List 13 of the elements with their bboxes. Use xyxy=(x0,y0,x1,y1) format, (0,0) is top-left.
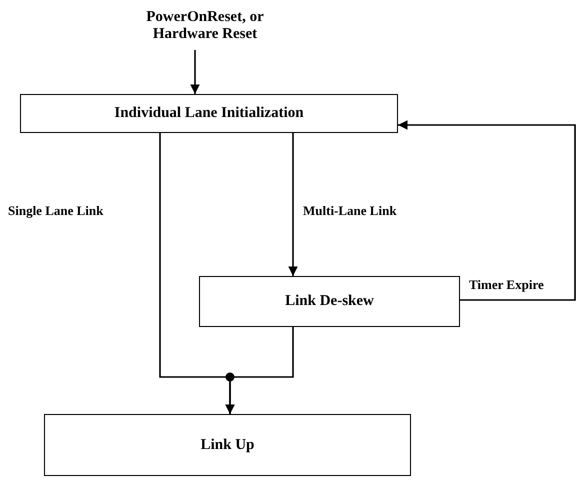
process-box xyxy=(199,276,460,327)
arrow xyxy=(288,133,298,276)
arrow xyxy=(190,50,200,94)
node-text: PowerOnReset, or Hardware Reset xyxy=(145,9,265,43)
process-box xyxy=(20,94,398,133)
edge-label: Timer Expire xyxy=(469,277,544,293)
arrow xyxy=(398,120,576,301)
node-text: Individual Lane Initialization xyxy=(114,105,304,122)
node-text: Link De-skew xyxy=(285,293,374,310)
node-text: Link Up xyxy=(200,436,254,454)
edge-label: Single Lane Link xyxy=(8,203,104,219)
process-box xyxy=(44,414,411,476)
arrow xyxy=(225,327,294,414)
